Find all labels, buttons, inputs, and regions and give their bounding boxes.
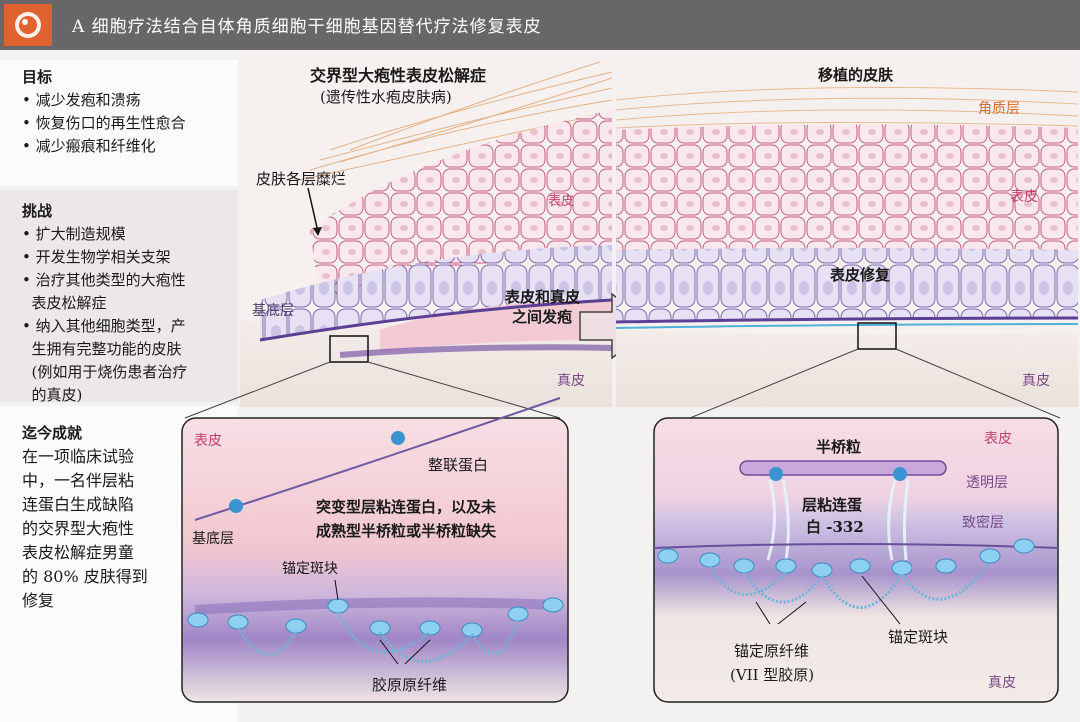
achievement-line: 的 80% 皮肤得到 — [22, 567, 148, 586]
achievement-line: 修复 — [22, 591, 55, 610]
blister-label-line2: 之间发疱 — [512, 308, 573, 326]
achievement-line: 连蛋白生成缺陷 — [22, 495, 135, 514]
logo-icon — [4, 4, 52, 46]
achievement-line: 的交界型大疱性 — [22, 519, 135, 538]
laminin-label-line1: 层粘连蛋 — [802, 496, 863, 514]
lamina-densa-label: 致密层 — [962, 515, 1004, 531]
achievement-line: 在一项临床试验 — [22, 447, 135, 466]
inset-epidermis-label: 表皮 — [194, 433, 222, 449]
header-bar: A 细胞疗法结合自体角质细胞干细胞基因替代疗法修复表皮 — [0, 0, 1080, 50]
challenge-item: 表皮松解症 — [22, 294, 107, 312]
goal-item: • 减少瘢痕和纤维化 — [22, 137, 156, 155]
erosion-label: 皮肤各层糜烂 — [256, 170, 347, 188]
stratum-corneum-label: 角质层 — [978, 101, 1020, 117]
achievement-line: 中，一名伴层粘 — [22, 471, 135, 490]
goals-heading: 目标 — [22, 68, 53, 86]
challenge-item: • 扩大制造规模 — [22, 225, 126, 243]
goal-item: • 减少发疱和溃疡 — [22, 91, 141, 109]
challenge-item: 生拥有完整功能的皮肤 — [22, 340, 182, 358]
challenge-item: 的真皮) — [22, 386, 83, 404]
challenges-panel: 挑战 • 扩大制造规模 • 开发生物学相关支架 • 治疗其他类型的大疱性 表皮松… — [0, 190, 238, 404]
right-inset-dermis-label: 真皮 — [988, 675, 1016, 691]
challenge-item: (例如用于烧伤患者治疗 — [22, 363, 188, 381]
achievement-line: 表皮松解症男童 — [22, 543, 135, 562]
challenges-heading: 挑战 — [22, 202, 53, 220]
right-epidermis-label: 表皮 — [1010, 189, 1038, 205]
goals-panel: 目标 • 减少发疱和溃疡 • 恢复伤口的再生性愈合 • 减少瘢痕和纤维化 — [0, 60, 238, 186]
achievements-heading: 迄今成就 — [22, 424, 83, 442]
challenge-item: • 开发生物学相关支架 — [22, 248, 171, 266]
mutation-label-line2: 成熟型半桥粒或半桥粒缺失 — [316, 522, 497, 540]
right-diagram-title: 移植的皮肤 — [818, 66, 894, 84]
hemidesmosome-label: 半桥粒 — [816, 438, 862, 456]
anchoring-fibril-label-line2: (VII 型胶原) — [730, 666, 815, 684]
left-diagram-subtitle: (遗传性水疱皮肤病) — [320, 88, 452, 106]
laminin-label-line2: 白 -332 — [806, 518, 864, 536]
anchoring-plaque-label: 锚定斑块 — [282, 561, 338, 577]
right-anchoring-plaque-label: 锚定斑块 — [888, 628, 949, 646]
lamina-lucida-label: 透明层 — [966, 475, 1008, 491]
collagen-fibril-label: 胶原原纤维 — [372, 676, 448, 694]
left-basal-label: 基底层 — [252, 303, 294, 319]
integrin-label: 整联蛋白 — [428, 456, 489, 474]
epidermis-repair-label: 表皮修复 — [830, 266, 891, 284]
blister-label-line1: 表皮和真皮 — [505, 288, 581, 306]
left-diagram-title: 交界型大疱性表皮松解症 — [310, 66, 487, 85]
inset-basal-label: 基底层 — [192, 531, 234, 547]
challenge-item: • 治疗其他类型的大疱性 — [22, 271, 186, 289]
figure-title: A 细胞疗法结合自体角质细胞干细胞基因替代疗法修复表皮 — [72, 17, 542, 37]
left-dermis-label: 真皮 — [557, 373, 585, 389]
goal-item: • 恢复伤口的再生性愈合 — [22, 114, 186, 132]
mutation-label-line1: 突变型层粘连蛋白，以及未 — [316, 498, 497, 516]
right-inset-epidermis-label: 表皮 — [984, 431, 1012, 447]
anchoring-fibril-label-line1: 锚定原纤维 — [734, 642, 810, 660]
left-epidermis-label: 表皮 — [548, 194, 575, 209]
challenge-item: • 纳入其他细胞类型，产 — [22, 317, 186, 335]
right-dermis-label: 真皮 — [1022, 373, 1050, 389]
